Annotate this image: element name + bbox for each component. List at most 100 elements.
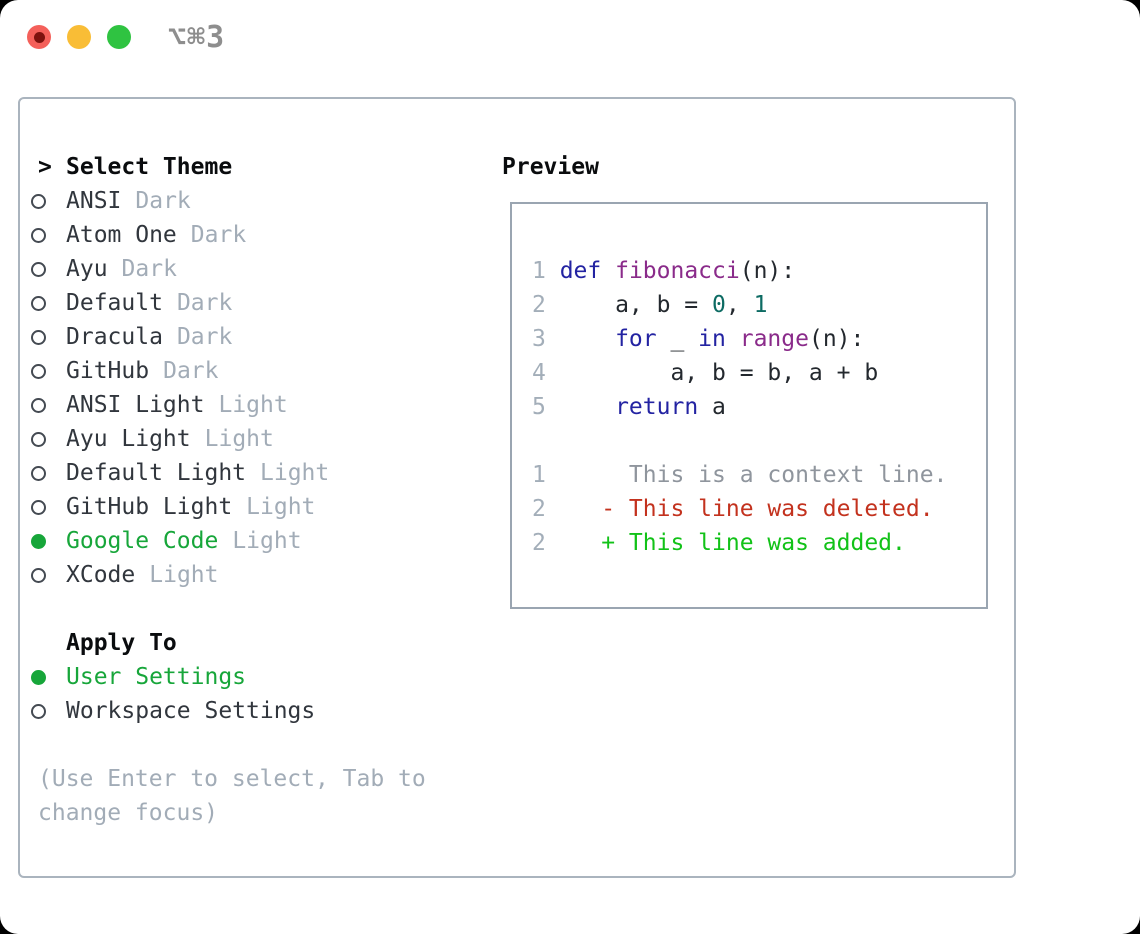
code-token-del: - This line was deleted. [559, 496, 934, 522]
focus-caret-icon: > [38, 154, 52, 180]
apply-option-workspace-settings[interactable]: Workspace Settings [30, 694, 426, 728]
line-number: 2 [532, 292, 546, 318]
radio-cell [30, 567, 66, 583]
theme-option-xcode-light[interactable]: XCode Light [30, 558, 426, 592]
option-variant-label: Light [246, 494, 316, 520]
help-text-line: change focus) [38, 800, 219, 826]
titlebar: ⌥⌘3 [0, 0, 1140, 97]
option-label: Atom One [66, 222, 177, 248]
radio-icon [31, 261, 46, 277]
code-token-lit: 0 [712, 292, 726, 318]
radio-icon [31, 567, 46, 583]
code-token-pln: a, b = [559, 292, 713, 318]
preview-blank-line [532, 424, 966, 458]
code-token-pln: , [725, 292, 754, 318]
option-variant-label: Light [149, 562, 219, 588]
code-token-pln [601, 258, 615, 284]
option-label: Dracula [66, 324, 163, 350]
theme-option-github-light-light[interactable]: GitHub Light Light [30, 490, 426, 524]
option-variant-label: Dark [135, 188, 191, 214]
help-text: (Use Enter to select, Tab to change focus… [30, 762, 426, 830]
option-label: Default Light [66, 460, 247, 486]
radio-cell [30, 499, 66, 515]
close-button[interactable] [27, 25, 51, 49]
code-token-lit: 1 [753, 292, 768, 318]
unsaved-dot-icon [33, 31, 45, 43]
code-token-ctx: This is a context line. [559, 462, 948, 488]
preview-line: 3 for _ in range(n): [532, 322, 966, 356]
radio-icon [31, 295, 46, 311]
radio-cell [30, 397, 66, 413]
option-label: ANSI Light [66, 392, 205, 418]
radio-cell [30, 329, 66, 345]
code-token-kwd: def [559, 258, 602, 284]
option-variant-label: Light [260, 460, 330, 486]
code-token-pln: (n): [739, 258, 796, 284]
theme-option-github-dark[interactable]: GitHub Dark [30, 354, 426, 388]
radio-cell [30, 227, 66, 243]
option-label: GitHub [66, 358, 150, 384]
code-token-pln: a, b = b, a + b [559, 360, 879, 386]
radio-icon [31, 465, 46, 481]
radio-icon [31, 329, 46, 345]
radio-icon [31, 363, 46, 379]
radio-cell [30, 669, 66, 685]
radio-icon [31, 499, 46, 515]
preview-line: 2 + This line was added. [532, 526, 966, 560]
option-variant-label: Dark [121, 256, 177, 282]
option-label: XCode [66, 562, 136, 588]
preview-title: Preview [502, 154, 599, 180]
option-variant-label: Light [232, 528, 302, 554]
theme-option-atom-one-dark[interactable]: Atom One Dark [30, 218, 426, 252]
code-token-pln [560, 326, 615, 352]
option-label: Default [66, 290, 163, 316]
theme-option-dracula-dark[interactable]: Dracula Dark [30, 320, 426, 354]
option-variant-label: Dark [190, 222, 247, 248]
code-token-pln [726, 326, 740, 352]
theme-option-ansi-light-light[interactable]: ANSI Light Light [30, 388, 426, 422]
option-label: GitHub Light [66, 494, 233, 520]
radio-cell [30, 363, 66, 379]
line-number: 2 [532, 530, 546, 556]
code-token-kwd: for [615, 326, 657, 352]
theme-option-default-light-light[interactable]: Default Light Light [30, 456, 426, 490]
code-token-kwd: in [698, 326, 726, 352]
radio-cell [30, 465, 66, 481]
option-label: ANSI [66, 188, 122, 214]
option-label: Google Code [66, 528, 219, 554]
option-variant-label: Dark [163, 358, 219, 384]
apply-option-user-settings[interactable]: User Settings [30, 660, 426, 694]
zoom-button[interactable] [107, 25, 131, 49]
radio-cell [30, 261, 66, 277]
code-token-add: + This line was added. [559, 530, 906, 556]
theme-option-ansi-dark[interactable]: ANSI Dark [30, 184, 426, 218]
radio-cell [30, 295, 66, 311]
radio-selected-icon [31, 533, 46, 549]
code-token-pln: a [698, 394, 726, 420]
radio-icon [31, 703, 46, 719]
code-token-typ: range [739, 326, 809, 352]
option-variant-label: Dark [176, 324, 233, 350]
option-variant-label: Light [204, 426, 274, 452]
theme-option-google-code-light[interactable]: Google Code Light [30, 524, 426, 558]
minimize-button[interactable] [67, 25, 91, 49]
preview-line: 2 a, b = 0, 1 [532, 288, 966, 322]
preview-line: 4 a, b = b, a + b [532, 356, 966, 390]
preview-line: 1 This is a context line. [532, 458, 966, 492]
radio-cell [30, 533, 66, 549]
radio-icon [31, 193, 46, 209]
radio-icon [31, 431, 46, 447]
option-variant-label: Light [218, 392, 288, 418]
help-text-line: (Use Enter to select, Tab to [38, 766, 426, 792]
code-token-typ: fibonacci [615, 258, 740, 284]
